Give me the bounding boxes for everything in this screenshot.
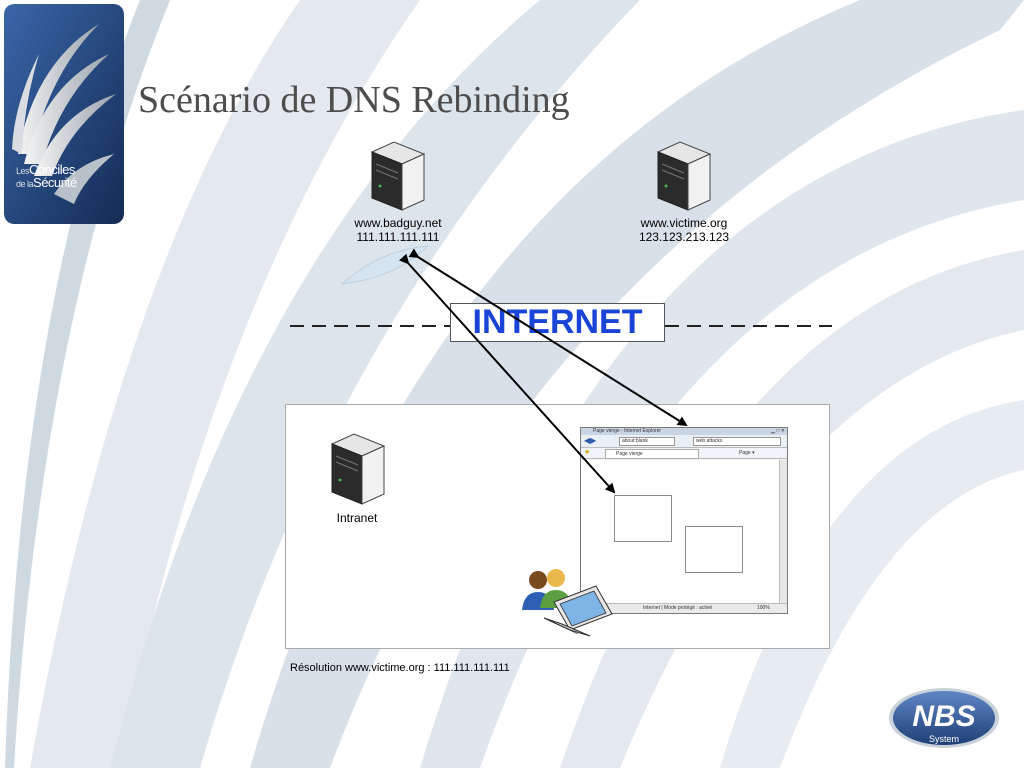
window-controls-icon: ▁ □ ✕ — [771, 428, 785, 434]
browser-address-bar: about:blank — [619, 437, 675, 446]
users-laptop-icon — [522, 569, 613, 637]
logo-line2-prefix: de la — [16, 179, 34, 189]
server-icon-badguy — [370, 141, 426, 211]
conciles-logo-graphic — [4, 4, 124, 224]
frame-box-2 — [685, 526, 743, 573]
server-label-victime: www.victime.org 123.123.213.123 — [626, 216, 742, 244]
arrow-badguy-to-frame — [398, 253, 616, 494]
victime-ip: 123.123.213.123 — [638, 230, 730, 244]
browser-status-text: Internet | Mode protégé : activé — [643, 605, 713, 611]
frame-box-1 — [614, 495, 672, 542]
nbs-logo-sub: System — [929, 734, 959, 744]
nbs-system-logo: NBS System — [889, 688, 999, 748]
server-icon-victime — [656, 141, 712, 211]
conciles-logo-text: LesConciles de laSécurité — [16, 162, 77, 190]
arrow-badguy-to-browser — [408, 248, 688, 427]
slide-title: Scénario de DNS Rebinding — [138, 79, 570, 121]
logo-line2: Sécurité — [33, 175, 77, 190]
browser-scrollbar — [779, 460, 787, 604]
server-label-badguy: www.badguy.net 111.111.111.111 — [340, 216, 456, 244]
resolution-caption: Résolution www.victime.org : 111.111.111… — [290, 662, 510, 674]
browser-search-box: web attacks — [693, 437, 781, 446]
browser-window-title: Page vierge - Internet Explorer — [593, 428, 662, 434]
browser-statusbar: Internet | Mode protégé : activé 100% — [581, 603, 787, 613]
browser-page-menu: Page ▾ — [739, 450, 755, 456]
conciles-logo: LesConciles de laSécurité — [4, 4, 124, 224]
logo-line1: Conciles — [29, 162, 75, 177]
browser-titlebar: Page vierge - Internet Explorer ▁ □ ✕ — [581, 428, 787, 435]
server-label-intranet: Intranet — [336, 511, 378, 525]
victime-host: www.victime.org — [640, 216, 728, 230]
nbs-logo-name: NBS — [912, 700, 975, 733]
browser-zoom: 100% — [757, 605, 770, 611]
logo-line1-prefix: Les — [16, 166, 30, 176]
server-icon-intranet — [330, 433, 386, 505]
badguy-host: www.badguy.net — [354, 216, 442, 230]
badguy-ip: 111.111.111.111 — [356, 230, 440, 244]
